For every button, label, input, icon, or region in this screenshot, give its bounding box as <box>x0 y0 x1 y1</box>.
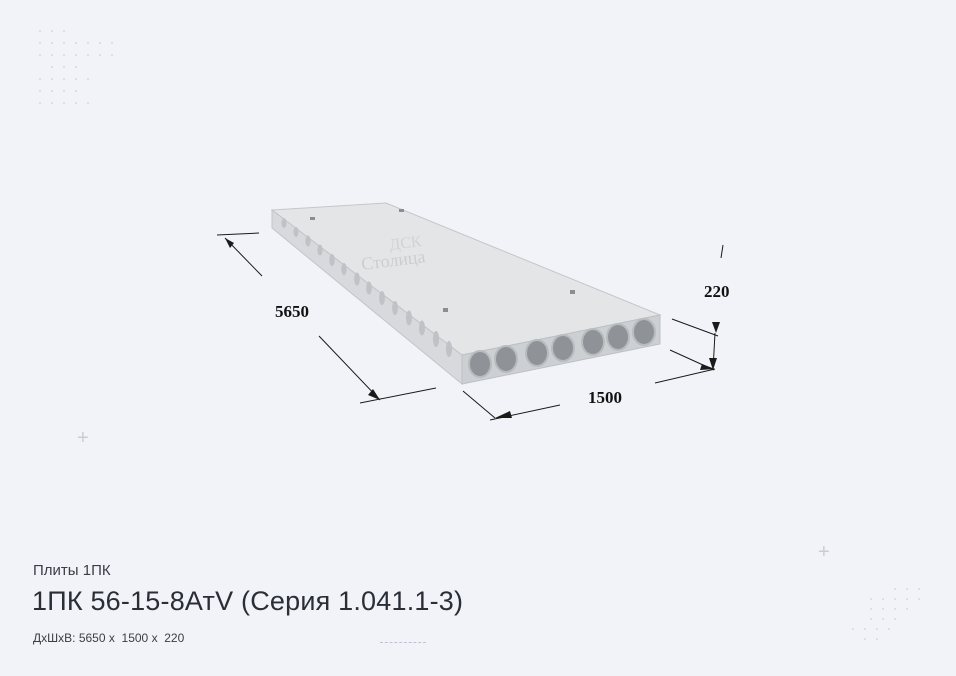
dims-label: ДхШхВ: <box>33 631 76 645</box>
dimension-width-label: 1500 <box>588 388 622 407</box>
dims-sep-2: x <box>151 631 158 645</box>
decor-dashed-line <box>380 642 426 643</box>
dims-sep-1: x <box>108 631 115 645</box>
dims-length: 5650 <box>78 631 106 645</box>
product-dimensions: ДхШхВ: 5650 x 1500 x 220 <box>33 631 184 645</box>
dims-height: 220 <box>164 631 185 645</box>
slab-drawing: ДСК Столица 5650 <box>216 202 730 421</box>
product-title: 1ПК 56-15-8АтV (Серия 1.041.1-3) <box>32 586 464 616</box>
product-category: Плиты 1ПК <box>33 562 111 579</box>
dimension-height-label: 220 <box>704 282 730 301</box>
dimension-length-label: 5650 <box>275 302 309 321</box>
logo-watermark-top: ДСК <box>388 233 422 254</box>
product-image[interactable]: ДСК Столица 5650 <box>150 100 800 530</box>
dims-width: 1500 <box>121 631 149 645</box>
decor-dots-bottom-right <box>852 588 920 640</box>
decor-dots-top-left <box>39 30 113 104</box>
decor-plus-left: + <box>77 427 89 449</box>
decor-plus-right: + <box>818 541 830 563</box>
